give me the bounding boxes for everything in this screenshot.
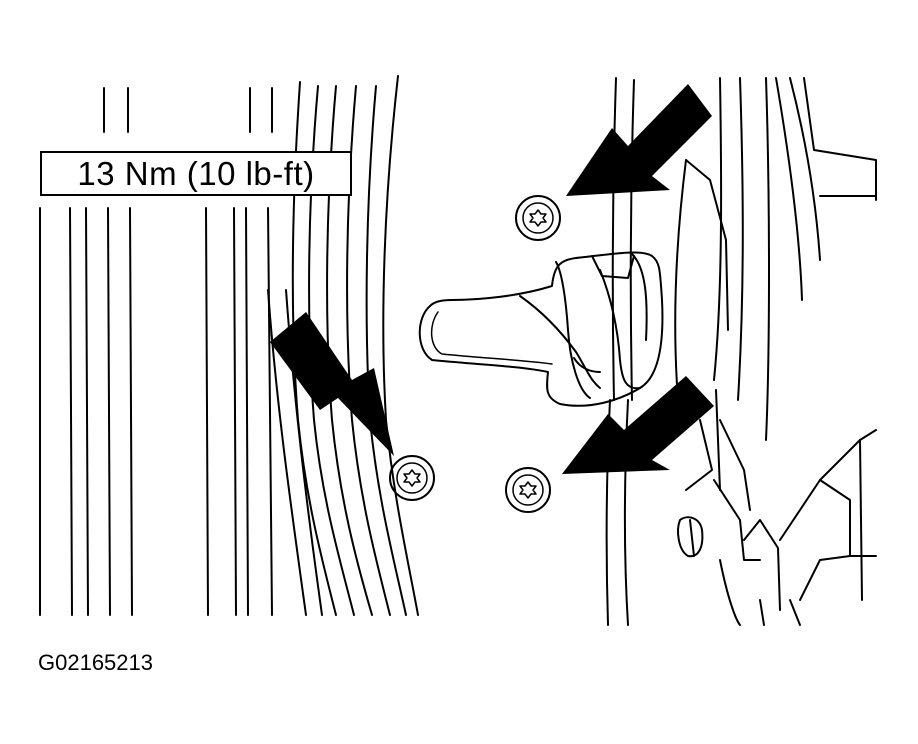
torx-bolt-icon: [515, 195, 561, 241]
figure-id: G02165213: [38, 650, 153, 675]
torx-bolt-icon: [389, 455, 435, 501]
callout-arrow-icon: [562, 376, 714, 474]
torx-bolt-icon: [505, 467, 551, 513]
body-pillar-lines: [39, 87, 273, 616]
callout-arrow-icon: [566, 84, 712, 196]
callout-arrow-icon: [270, 312, 394, 456]
torque-spec-label: 13 Nm (10 lb-ft): [40, 151, 352, 196]
door-edge-panel: [605, 77, 877, 626]
door-striker: [418, 251, 664, 407]
